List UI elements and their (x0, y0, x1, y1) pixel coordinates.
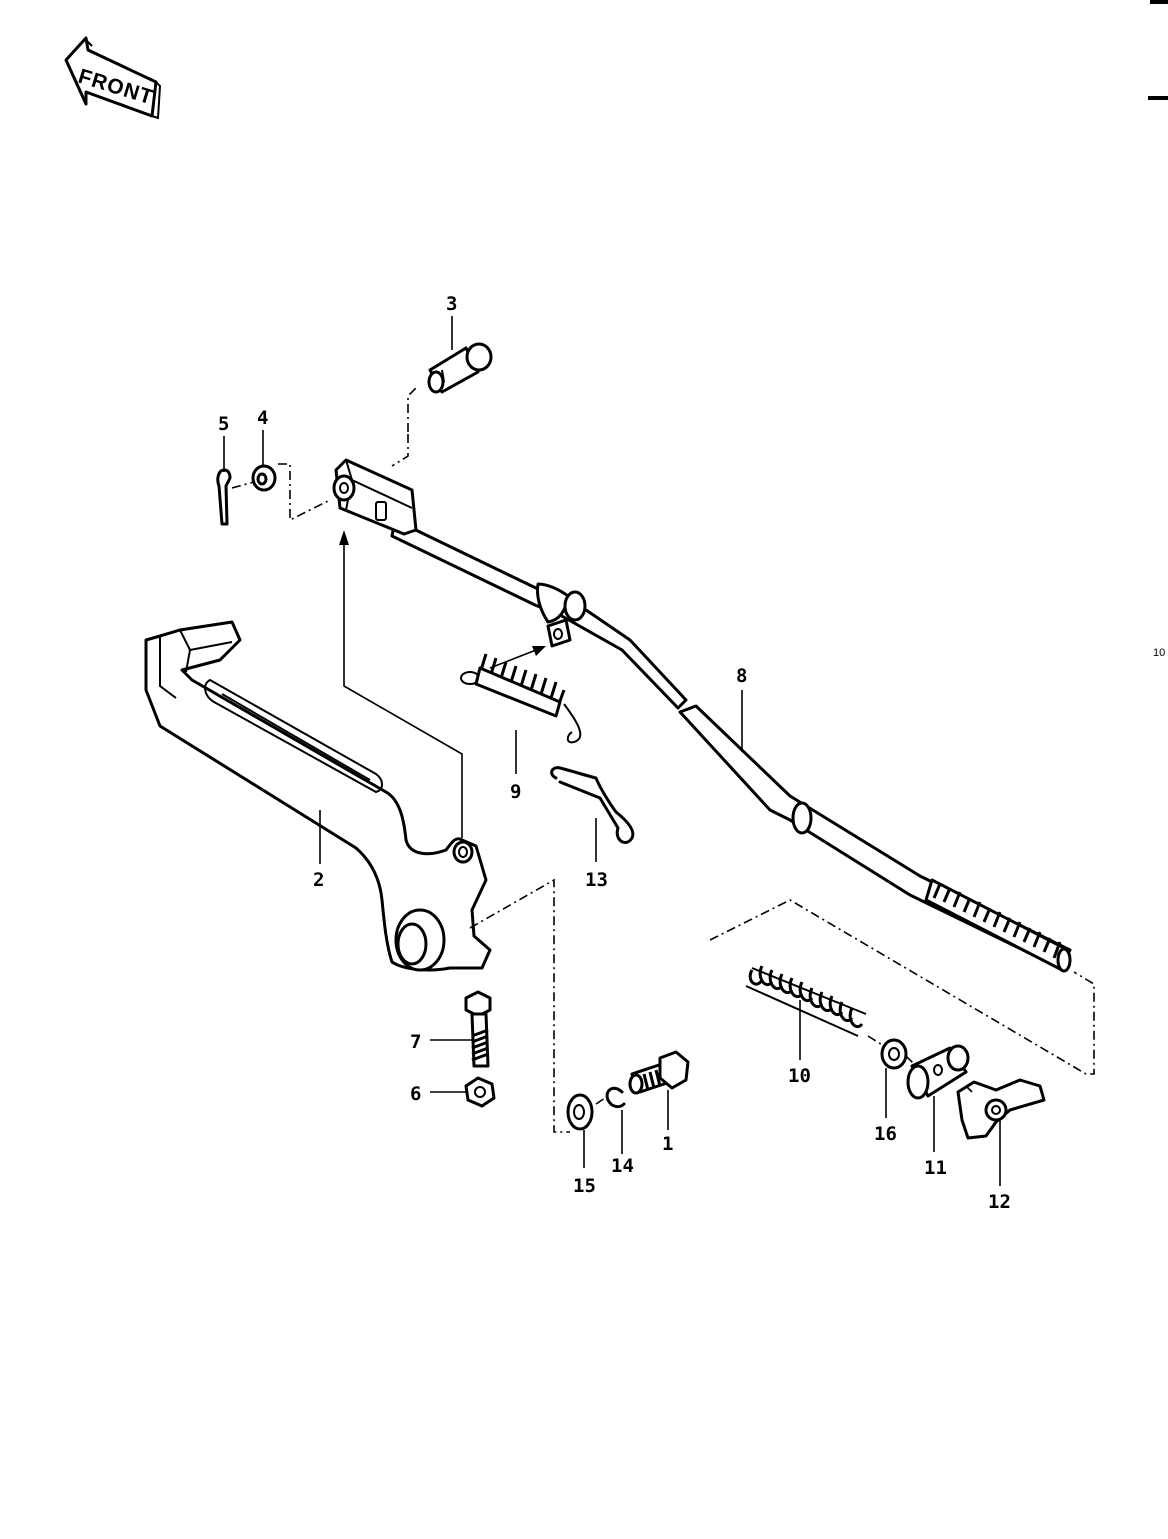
compression-spring (745, 965, 867, 1037)
callout-15: 15 (573, 1175, 596, 1197)
callout-14: 14 (611, 1155, 634, 1177)
leader-lines (223, 316, 1001, 1186)
callout-12: 12 (988, 1191, 1011, 1213)
clevis-pin (427, 342, 493, 394)
callout-13: 13 (585, 869, 608, 891)
bolt-1 (628, 1050, 690, 1095)
callout-6: 6 (410, 1083, 421, 1105)
wing-nut (956, 1078, 1046, 1140)
arrow-pedal-to-rod (339, 530, 463, 838)
callout-5: 5 (218, 413, 229, 435)
nut-6 (464, 1076, 496, 1108)
callout-16: 16 (874, 1123, 897, 1145)
callout-7: 7 (410, 1031, 421, 1053)
lock-washer-14 (605, 1086, 626, 1109)
arrow-spring-to-rod (489, 646, 546, 669)
trunnion (906, 1044, 970, 1100)
edge-mark-middle (1148, 96, 1168, 100)
callout-8: 8 (736, 665, 747, 687)
callout-4: 4 (257, 407, 268, 429)
brake-rod (332, 458, 1072, 973)
callout-9: 9 (510, 781, 521, 803)
cotter-pin (216, 468, 232, 526)
brake-pedal (144, 620, 492, 972)
edge-marker-text: 10 (1153, 647, 1165, 659)
callout-11: 11 (924, 1157, 947, 1179)
washer-4 (251, 464, 277, 492)
bolt-7 (464, 990, 492, 1068)
washer-15 (566, 1093, 594, 1131)
callout-1: 1 (662, 1133, 673, 1155)
edge-mark-top (1150, 0, 1168, 4)
spring-clip (550, 766, 635, 844)
washer-16 (880, 1038, 908, 1070)
front-arrow-icon: FRONT (64, 36, 162, 120)
callout-2: 2 (313, 869, 324, 891)
callout-3: 3 (446, 293, 457, 315)
assembly-lines (231, 385, 1095, 1133)
return-spring (460, 653, 582, 744)
callout-10: 10 (788, 1065, 811, 1087)
